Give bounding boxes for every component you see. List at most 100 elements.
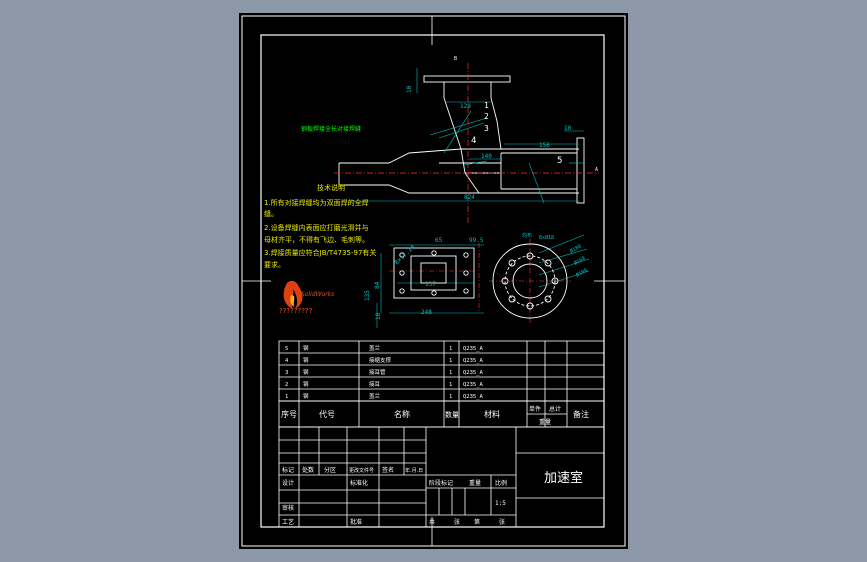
dim-180: Ø180 xyxy=(569,243,583,255)
solidworks-logo: SolidWorks ????????? xyxy=(279,280,334,315)
top-flange xyxy=(423,75,511,83)
tech-note-line: 2.设备焊缝内表面应打磨光滑并与 xyxy=(264,223,369,232)
circle-flange-bore xyxy=(512,263,548,299)
part-qty: 1 xyxy=(449,382,452,388)
tb-process: 工艺 xyxy=(282,518,294,526)
tb-total-sheets: 共 xyxy=(429,518,435,526)
dim-65: 65 xyxy=(435,237,443,244)
dim-140: 140 xyxy=(481,153,492,160)
main-view xyxy=(338,75,585,204)
dim-824: 824 xyxy=(464,194,475,201)
part-name: 盖兰 xyxy=(369,344,381,352)
rect-flange-inner xyxy=(410,255,457,291)
rect-flange-outer xyxy=(393,247,475,299)
part-code: 钢 xyxy=(303,392,309,400)
dim-99-5: 99.5 xyxy=(469,237,484,244)
part-material: Q235_A xyxy=(463,370,484,376)
rect-flange-view xyxy=(393,247,475,299)
part-no: 3 xyxy=(285,370,288,376)
header-remark: 备注 xyxy=(573,409,589,419)
part-no: 5 xyxy=(285,346,288,352)
tech-note-line: 3.焊接质量应符合JB/T4735-97有关 xyxy=(264,248,376,257)
tb-mark: 标记 xyxy=(282,466,294,474)
tb-sheet-no: 张 xyxy=(454,518,460,526)
balloon-1: 1 xyxy=(484,101,489,110)
circle-bolt-pitch xyxy=(504,255,556,307)
body-top-line xyxy=(339,148,579,164)
parts-header: 序号 代号 名称 数量 材料 单件 总计 重量 备注 xyxy=(281,405,589,426)
dim-note-even: 均布 xyxy=(522,232,532,239)
parts-list xyxy=(278,340,605,428)
part-name: 接耳 xyxy=(369,380,381,388)
tech-note-line: 要求。 xyxy=(264,260,285,269)
dim-10-left: 10 xyxy=(406,85,413,93)
part-no: 1 xyxy=(285,394,288,400)
dim-10-right: 10 xyxy=(564,125,572,132)
part-qty: 1 xyxy=(449,394,452,400)
dim-160: Ø160 xyxy=(573,255,587,267)
parts-rows: 5 钢 盖兰 1 Q235_A 4 钢 接缩支撑 1 Q235_A 3 钢 接耳… xyxy=(285,344,484,400)
dim-holes-circle: 8×Ø18 xyxy=(539,234,554,241)
tb-scale: 1:5 xyxy=(495,500,506,507)
logo-brand: SolidWorks xyxy=(301,291,334,298)
part-material: Q235_A xyxy=(463,394,484,400)
flame-icon xyxy=(283,280,303,309)
arrow-mark: A xyxy=(595,167,598,173)
part-qty: 1 xyxy=(449,370,452,376)
circular-flange-view xyxy=(492,243,568,319)
balloon-2: 2 xyxy=(484,112,489,121)
dim-holes-rect: 8×17.14 xyxy=(393,243,416,266)
part-material: Q235_A xyxy=(463,358,484,364)
outlet-flange xyxy=(576,137,585,204)
header-unit-weight: 单件 xyxy=(529,405,541,413)
header-weight: 重量 xyxy=(539,418,551,426)
tb-stage: 阶段标记 xyxy=(429,479,453,487)
part-name: 接耳管 xyxy=(369,368,386,376)
dim-84: 84 xyxy=(374,281,381,289)
dim-18: 18 xyxy=(375,312,382,320)
part-code: 钢 xyxy=(303,344,309,352)
title-block xyxy=(278,426,605,528)
header-qty: 数量 xyxy=(445,410,459,419)
part-name: 盖兰 xyxy=(369,392,381,400)
dim-128: 128 xyxy=(460,103,471,110)
tb-approve: 批准 xyxy=(350,518,362,526)
tb-page: 第 xyxy=(474,518,480,526)
tb-doc: 更改文件号 xyxy=(349,467,374,474)
part-qty: 1 xyxy=(449,358,452,364)
header-total: 总计 xyxy=(549,405,561,413)
part-material: Q235_A xyxy=(463,346,484,352)
dim-156: 156 xyxy=(539,142,550,149)
title-block-text: 标记 处数 分区 更改文件号 签名 年.月.日 设计 标准化 审核 工艺 批准 … xyxy=(282,466,583,526)
balloon-5: 5 xyxy=(557,156,562,166)
dim-137: 137 xyxy=(425,281,436,288)
tb-sign: 签名 xyxy=(382,466,394,474)
header-no: 序号 xyxy=(281,409,297,419)
dim-135: 135 xyxy=(364,290,371,301)
tech-note-line: 1.所有对接焊缝均为双面焊的全焊 xyxy=(264,198,369,207)
tb-standard: 标准化 xyxy=(350,479,368,487)
drawing-title: 加速室 xyxy=(544,470,583,486)
weld-note: 钢板焊接全长对接焊缝 xyxy=(301,125,361,133)
tb-check: 审核 xyxy=(282,504,294,512)
header-material: 材料 xyxy=(484,409,500,419)
drawing-sheet: 10 128 10 156 140 824 钢板焊接全长对接焊缝 B A 1 2… xyxy=(239,13,628,549)
tb-count: 处数 xyxy=(302,466,314,474)
technical-notes: 技术说明 1.所有对接焊缝均为双面焊的全焊 缝。 2.设备焊缝内表面应打磨光滑并… xyxy=(264,183,376,269)
tech-notes-title: 技术说明 xyxy=(317,183,345,192)
part-code: 钢 xyxy=(303,380,309,388)
header-code: 代号 xyxy=(319,409,335,419)
dim-248: 248 xyxy=(421,309,432,316)
tech-note-line: 缝。 xyxy=(264,209,278,218)
tb-date: 年.月.日 xyxy=(405,467,423,474)
header-name: 名称 xyxy=(394,409,410,419)
tb-scale-label: 比例 xyxy=(495,479,507,487)
circle-flange-outer xyxy=(492,243,568,319)
part-material: Q235_A xyxy=(463,382,484,388)
dim-190: Ø190 xyxy=(575,267,589,279)
part-no: 2 xyxy=(285,382,288,388)
balloon-3: 3 xyxy=(484,124,489,133)
part-no: 4 xyxy=(285,358,289,364)
tb-design: 设计 xyxy=(282,479,294,487)
section-mark: B xyxy=(454,56,457,62)
